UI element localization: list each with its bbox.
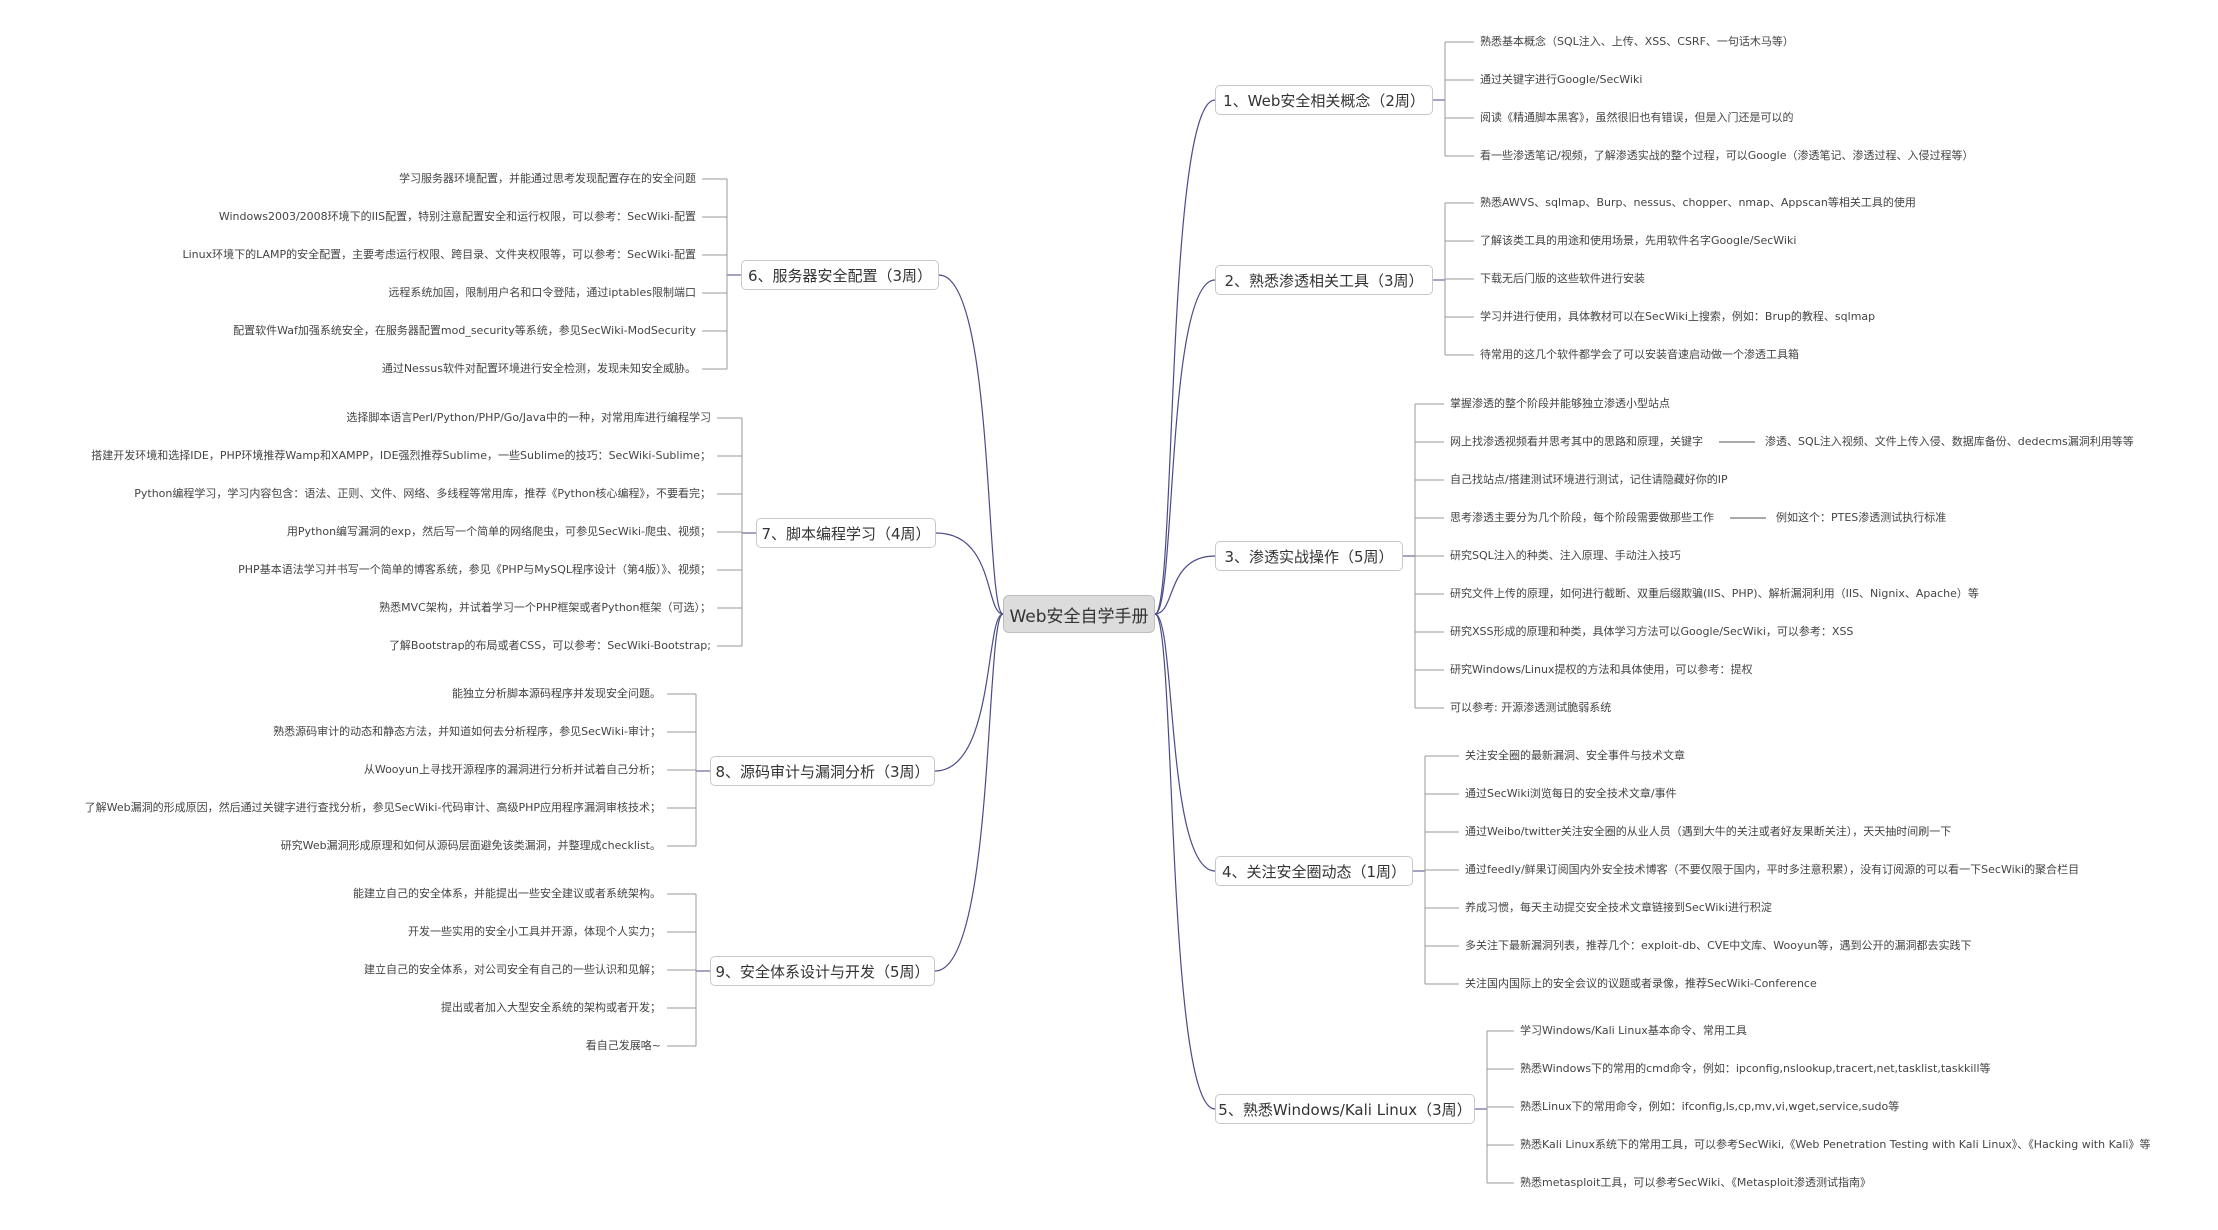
leaf-left-8-3: 从Wooyun上寻找开源程序的漏洞进行分析并试着自己分析；: [363, 763, 661, 776]
leaf-right-3-1: 掌握渗透的整个阶段并能够独立渗透小型站点: [1450, 397, 1670, 410]
leaf-right-3-8: 研究Windows/Linux提权的方法和具体使用，可以参考：提权: [1450, 663, 1753, 676]
leaf-left-6-6: 通过Nessus软件对配置环境进行安全检测，发现未知安全威胁。: [381, 362, 696, 375]
branch-node-left-6[interactable]: 6、服务器安全配置（3周）: [741, 260, 939, 290]
branch-label: 6、服务器安全配置（3周）: [747, 266, 933, 285]
subleaf-right-3-2: 渗透、SQL注入视频、文件上传入侵、数据库备份、dedecms漏洞利用等等: [1765, 435, 2134, 448]
leaf-left-8-1: 能独立分析脚本源码程序并发现安全问题。: [452, 687, 661, 700]
branch-node-left-8[interactable]: 8、源码审计与漏洞分析（3周）: [710, 756, 935, 786]
leaf-right-3-2: 网上找渗透视频看并思考其中的思路和原理，关键字: [1450, 435, 1703, 448]
leaf-left-7-2: 搭建开发环境和选择IDE，PHP环境推荐Wamp和XAMPP，IDE强烈推荐Su…: [91, 449, 711, 462]
leaf-right-1-3: 阅读《精通脚本黑客》，虽然很旧也有错误，但是入门还是可以的: [1480, 111, 1794, 124]
root-label: Web安全自学手册: [1009, 606, 1149, 627]
branch-label: 8、源码审计与漏洞分析（3周）: [715, 762, 930, 781]
leaf-right-4-4: 通过feedly/鲜果订阅国内外安全技术博客（不要仅限于国内，平时多注意积累），…: [1465, 863, 2080, 876]
leaf-right-1-1: 熟悉基本概念（SQL注入、上传、XSS、CSRF、一句话木马等）: [1480, 35, 1794, 48]
branch-label: 7、脚本编程学习（4周）: [761, 524, 931, 543]
leaf-right-3-9: 可以参考: 开源渗透测试脆弱系统: [1450, 701, 1612, 714]
leaf-left-7-7: 了解Bootstrap的布局或者CSS，可以参考：SecWiki-Bootstr…: [388, 639, 711, 652]
branch-node-left-9[interactable]: 9、安全体系设计与开发（5周）: [710, 956, 935, 986]
leaf-right-3-4: 思考渗透主要分为几个阶段，每个阶段需要做那些工作: [1450, 511, 1714, 524]
subleaf-right-3-4: 例如这个：PTES渗透测试执行标准: [1776, 511, 1947, 524]
leaf-right-3-6: 研究文件上传的原理，如何进行截断、双重后缀欺骗(IIS、PHP)、解析漏洞利用（…: [1450, 587, 1979, 600]
leaf-right-5-4: 熟悉Kali Linux系统下的常用工具，可以参考SecWiki,《Web Pe…: [1520, 1138, 2151, 1151]
leaf-left-6-3: Linux环境下的LAMP的安全配置，主要考虑运行权限、跨目录、文件夹权限等，可…: [182, 248, 696, 261]
leaf-left-8-5: 研究Web漏洞形成原理和如何从源码层面避免该类漏洞，并整理成checklist。: [280, 839, 661, 852]
leaf-right-4-5: 养成习惯，每天主动提交安全技术文章链接到SecWiki进行积淀: [1465, 901, 1772, 914]
leaf-right-2-3: 下载无后门版的这些软件进行安装: [1480, 272, 1645, 285]
leaf-right-2-4: 学习并进行使用，具体教材可以在SecWiki上搜索，例如：Brup的教程、sql…: [1480, 310, 1876, 323]
leaf-left-9-4: 提出或者加入大型安全系统的架构或者开发；: [441, 1001, 661, 1014]
leaf-left-6-2: Windows2003/2008环境下的IIS配置，特别注意配置安全和运行权限，…: [218, 210, 696, 223]
root-node[interactable]: Web安全自学手册: [1003, 595, 1155, 633]
leaf-left-6-5: 配置软件Waf加强系统安全，在服务器配置mod_security等系统，参见Se…: [233, 324, 696, 337]
leaf-right-2-2: 了解该类工具的用途和使用场景，先用软件名字Google/SecWiki: [1480, 234, 1797, 247]
leaf-right-3-5: 研究SQL注入的种类、注入原理、手动注入技巧: [1450, 549, 1681, 562]
leaf-right-5-1: 学习Windows/Kali Linux基本命令、常用工具: [1520, 1024, 1747, 1037]
leaf-right-5-2: 熟悉Windows下的常用的cmd命令，例如：ipconfig,nslookup…: [1520, 1062, 1991, 1075]
leaf-left-7-1: 选择脚本语言Perl/Python/PHP/Go/Java中的一种，对常用库进行…: [346, 411, 711, 424]
leaf-right-2-1: 熟悉AWVS、sqlmap、Burp、nessus、chopper、nmap、A…: [1480, 196, 1916, 209]
branch-label: 9、安全体系设计与开发（5周）: [715, 962, 930, 981]
leaf-left-7-3: Python编程学习，学习内容包含：语法、正则、文件、网络、多线程等常用库，推荐…: [134, 487, 711, 500]
leaf-right-2-5: 待常用的这几个软件都学会了可以安装音速启动做一个渗透工具箱: [1480, 348, 1799, 361]
leaf-left-6-4: 远程系统加固，限制用户名和口令登陆，通过iptables限制端口: [388, 286, 696, 299]
leaf-left-9-1: 能建立自己的安全体系，并能提出一些安全建议或者系统架构。: [353, 887, 661, 900]
leaf-right-4-1: 关注安全圈的最新漏洞、安全事件与技术文章: [1465, 749, 1685, 762]
branch-label: 5、熟悉Windows/Kali Linux（3周）: [1218, 1100, 1472, 1119]
leaf-left-8-2: 熟悉源码审计的动态和静态方法，并知道如何去分析程序，参见SecWiki-审计；: [273, 725, 661, 738]
branch-node-right-1[interactable]: 1、Web安全相关概念（2周）: [1215, 85, 1433, 115]
leaf-right-4-6: 多关注下最新漏洞列表，推荐几个：exploit-db、CVE中文库、Wooyun…: [1465, 939, 1972, 952]
leaf-right-3-7: 研究XSS形成的原理和种类，具体学习方法可以Google/SecWiki，可以参…: [1450, 625, 1854, 638]
branch-node-left-7[interactable]: 7、脚本编程学习（4周）: [756, 518, 936, 548]
branch-node-right-2[interactable]: 2、熟悉渗透相关工具（3周）: [1215, 265, 1433, 295]
branch-node-right-3[interactable]: 3、渗透实战操作（5周）: [1215, 541, 1403, 571]
branch-label: 4、关注安全圈动态（1周）: [1221, 862, 1407, 881]
branch-label: 2、熟悉渗透相关工具（3周）: [1224, 271, 1424, 290]
leaf-right-4-3: 通过Weibo/twitter关注安全圈的从业人员（遇到大牛的关注或者好友果断关…: [1465, 825, 1952, 838]
leaf-right-4-2: 通过SecWiki浏览每日的安全技术文章/事件: [1465, 787, 1677, 800]
leaf-left-9-3: 建立自己的安全体系，对公司安全有自己的一些认识和见解；: [364, 963, 661, 976]
leaf-left-9-5: 看自己发展咯~: [585, 1039, 661, 1052]
leaf-right-5-5: 熟悉metasploit工具，可以参考SecWiki、《Metasploit渗透…: [1520, 1176, 1871, 1189]
leaf-right-3-3: 自己找站点/搭建测试环境进行测试，记住请隐藏好你的IP: [1450, 473, 1728, 486]
leaf-right-4-7: 关注国内国际上的安全会议的议题或者录像，推荐SecWiki-Conference: [1465, 977, 1817, 990]
leaf-left-7-4: 用Python编写漏洞的exp，然后写一个简单的网络爬虫，可参见SecWiki-…: [286, 525, 711, 538]
leaf-left-6-1: 学习服务器环境配置，并能通过思考发现配置存在的安全问题: [399, 172, 696, 185]
leaf-left-7-6: 熟悉MVC架构，并试着学习一个PHP框架或者Python框架（可选）；: [379, 601, 711, 614]
leaf-right-5-3: 熟悉Linux下的常用命令，例如：ifconfig,ls,cp,mv,vi,wg…: [1520, 1100, 1900, 1113]
leaf-right-1-4: 看一些渗透笔记/视频，了解渗透实战的整个过程，可以Google（渗透笔记、渗透过…: [1480, 149, 1974, 162]
leaf-left-8-4: 了解Web漏洞的形成原因，然后通过关键字进行查找分析，参见SecWiki-代码审…: [84, 801, 661, 814]
leaf-left-7-5: PHP基本语法学习并书写一个简单的博客系统，参见《PHP与MySQL程序设计（第…: [238, 563, 711, 576]
branch-node-right-4[interactable]: 4、关注安全圈动态（1周）: [1215, 856, 1413, 886]
branch-node-right-5[interactable]: 5、熟悉Windows/Kali Linux（3周）: [1215, 1094, 1475, 1124]
leaf-right-1-2: 通过关键字进行Google/SecWiki: [1480, 73, 1643, 86]
leaf-left-9-2: 开发一些实用的安全小工具并开源，体现个人实力；: [408, 925, 661, 938]
branch-label: 1、Web安全相关概念（2周）: [1223, 91, 1425, 110]
branch-label: 3、渗透实战操作（5周）: [1224, 547, 1394, 566]
